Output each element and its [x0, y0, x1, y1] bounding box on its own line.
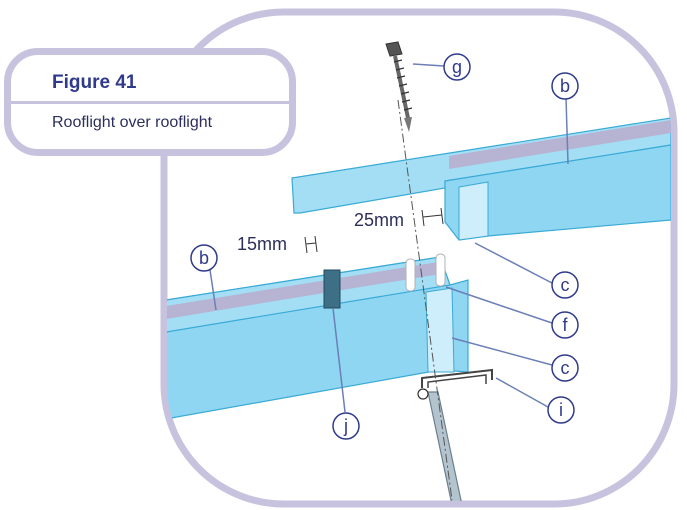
dim-25-left-tick — [421, 209, 425, 227]
spacer-left — [405, 258, 416, 292]
callout-b-left-label: b — [199, 248, 209, 268]
callout-c-upper-label: c — [561, 275, 570, 295]
caption-divider — [11, 101, 289, 104]
stitch-clip — [323, 269, 341, 309]
callout-c-lower-label: c — [561, 358, 570, 378]
fixing-washer — [417, 388, 429, 400]
purlin-inner — [427, 374, 487, 388]
callout-g: g — [443, 53, 471, 81]
dim-15-line — [305, 242, 317, 245]
dim-25-line — [422, 214, 443, 218]
callout-i: i — [547, 396, 575, 424]
callout-f-label: f — [562, 315, 568, 335]
dim-15-left-tick — [304, 236, 308, 254]
leader-lines — [209, 63, 569, 413]
dimension-15mm: 15mm — [237, 234, 287, 254]
callout-b-right: b — [551, 72, 579, 100]
callout-b-right-label: b — [560, 76, 570, 96]
callout-c-upper: c — [551, 271, 579, 299]
callout-f: f — [551, 311, 579, 339]
upper-rooflight-band — [449, 120, 671, 169]
upper-rooflight-upstand — [458, 181, 489, 241]
callout-c-lower: c — [551, 354, 579, 382]
dim-15-right-tick — [314, 235, 318, 253]
callout-j-label: j — [343, 416, 348, 436]
figure-title: Figure 41 — [52, 72, 137, 93]
dim-25-right-tick — [440, 207, 444, 225]
spacer-right — [435, 253, 446, 287]
purlin-web — [427, 391, 463, 501]
lower-rooflight-upstand — [425, 287, 455, 373]
callout-i-label: i — [559, 400, 563, 420]
dimension-25mm: 25mm — [354, 210, 404, 230]
purlin — [421, 368, 493, 388]
callout-b-left: b — [190, 244, 218, 272]
callout-j: j — [332, 412, 360, 440]
figure-subtitle: Rooflight over rooflight — [52, 114, 213, 131]
fixing-screw — [385, 41, 413, 132]
callout-g-label: g — [452, 57, 462, 77]
fixing-centreline — [397, 99, 453, 501]
lower-rooflight-band — [167, 262, 440, 320]
